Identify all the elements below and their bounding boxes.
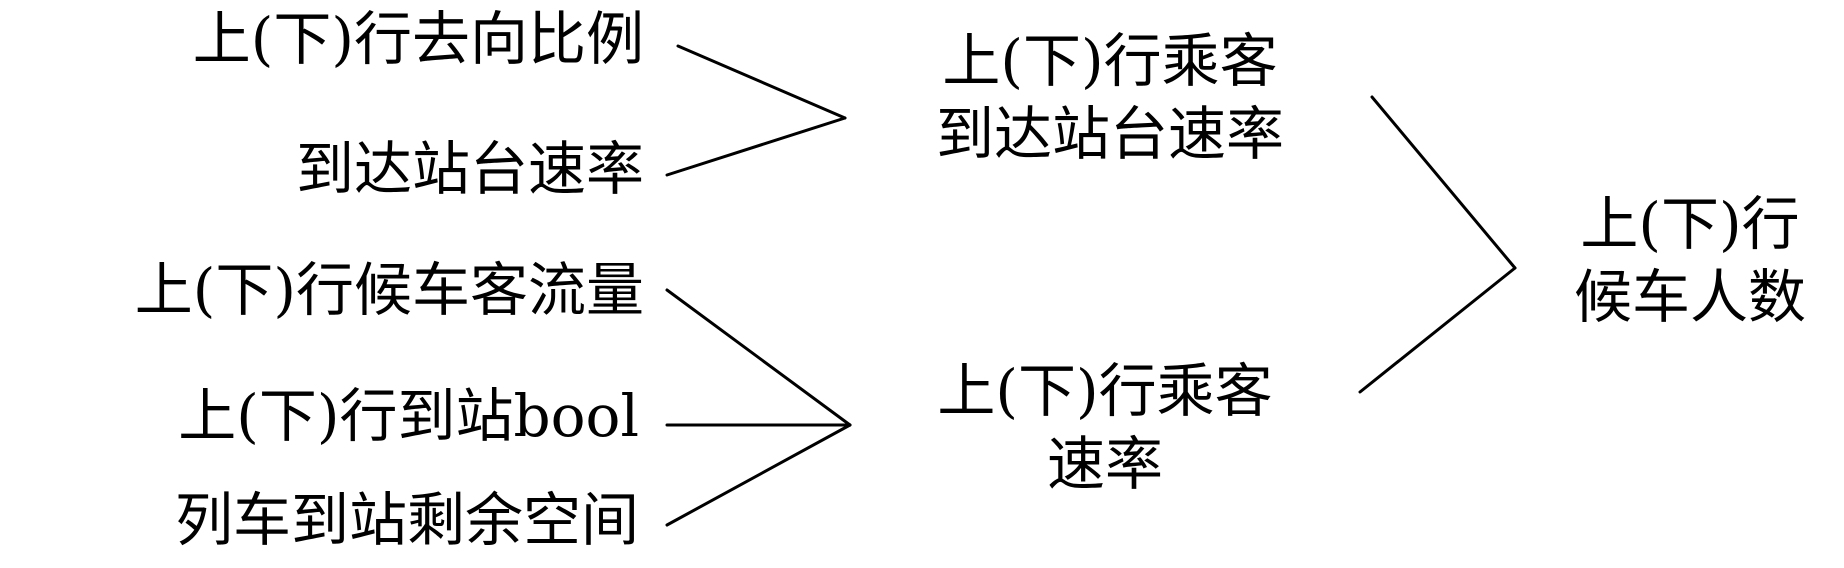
- edge-input3-to-middle2: [665, 288, 852, 427]
- middle-node-arrival-rate-line1: 上(下)行乘客: [942, 27, 1278, 95]
- edge-input1-to-middle1: [676, 44, 847, 120]
- edge-input2-to-middle1: [665, 116, 847, 177]
- middle-node-passenger-rate-line1: 上(下)行乘客: [937, 357, 1273, 425]
- edge-middle2-to-output: [1358, 266, 1517, 394]
- input-label-remaining-space: 列车到站剩余空间: [174, 486, 639, 554]
- input-label-arrival-rate: 到达站台速率: [295, 135, 644, 203]
- output-node-line1: 上(下)行: [1580, 190, 1800, 258]
- input-label-arrival-bool: 上(下)行到站bool: [178, 382, 639, 450]
- output-node-line2: 候车人数: [1573, 263, 1806, 331]
- edge-middle1-to-output: [1370, 95, 1517, 270]
- middle-node-arrival-rate-line2: 到达站台速率: [935, 100, 1284, 168]
- middle-node-arrival-rate: 上(下)行乘客 到达站台速率: [870, 32, 1350, 163]
- output-node-waiting-count: 上(下)行 候车人数: [1540, 195, 1840, 326]
- middle-node-passenger-rate: 上(下)行乘客 速率: [865, 362, 1345, 493]
- input-label-destination-ratio: 上(下)行去向比例: [192, 5, 644, 73]
- middle-node-passenger-rate-line2: 速率: [1046, 430, 1163, 498]
- input-label-waiting-flow: 上(下)行候车客流量: [134, 256, 644, 324]
- edge-input5-to-middle2: [665, 423, 852, 527]
